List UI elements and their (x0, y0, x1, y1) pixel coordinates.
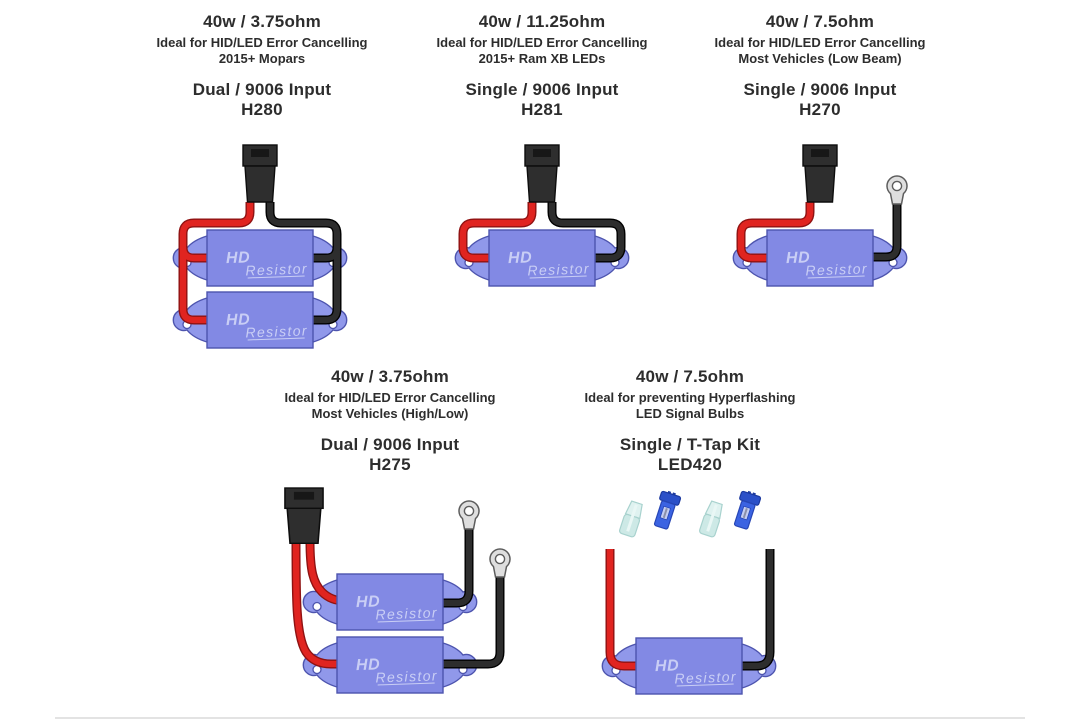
resistor-body (336, 573, 444, 631)
product-input-type: Single / 9006 Input (743, 80, 897, 99)
t-tap-connector-pair-icon (617, 487, 684, 540)
red-wire (292, 540, 356, 668)
black-wire (426, 571, 504, 668)
resistor-body (206, 291, 314, 349)
bulb-connector-icon (524, 144, 560, 203)
ring-terminal-icon (458, 500, 480, 530)
ring-terminal-icon (886, 175, 908, 205)
black-wire (734, 549, 774, 670)
bulb-connector-icon (284, 487, 324, 545)
product-model: LED420 (657, 455, 723, 474)
resistor-body (635, 637, 743, 695)
product-desc-line2: 2015+ Mopars (218, 51, 306, 66)
product-desc-line1: Ideal for HID/LED Error Cancelling (714, 35, 926, 50)
product-desc-line2: Most Vehicles (High/Low) (311, 406, 469, 421)
h280-wiring-diagram (172, 144, 348, 349)
product-input-type: Dual / 9006 Input (192, 80, 332, 99)
product-desc-line2: Most Vehicles (Low Beam) (738, 51, 902, 66)
product-model: H275 (369, 455, 411, 474)
black-wire (866, 198, 901, 261)
red-wire (179, 202, 254, 324)
resistor-body (206, 229, 314, 287)
resistor-body (766, 229, 874, 287)
t-tap-connector-pair-icon (697, 487, 764, 540)
led420-wiring-diagram (601, 487, 777, 695)
product-header-led420: 40w / 7.5ohm Ideal for preventing Hyperf… (520, 367, 860, 475)
product-desc-line1: Ideal for HID/LED Error Cancelling (284, 390, 496, 405)
product-spec: 40w / 7.5ohm (635, 367, 745, 386)
bottom-divider (55, 717, 1025, 719)
product-desc-line1: Ideal for HID/LED Error Cancelling (436, 35, 648, 50)
h270-wiring-diagram (732, 144, 908, 287)
red-wire (459, 202, 536, 262)
product-spec: 40w / 7.5ohm (765, 12, 875, 31)
product-input-type: Single / T-Tap Kit (619, 435, 761, 454)
product-header-h275: 40w / 3.75ohm Ideal for HID/LED Error Ca… (220, 367, 560, 475)
product-header-h270: 40w / 7.5ohm Ideal for HID/LED Error Can… (650, 12, 990, 120)
resistor-body (336, 636, 444, 694)
product-spec: 40w / 3.75ohm (203, 12, 321, 31)
product-input-type: Dual / 9006 Input (320, 435, 460, 454)
h281-wiring-diagram (454, 144, 630, 287)
black-wire (266, 202, 341, 324)
black-wire (306, 246, 341, 262)
product-input-type: Single / 9006 Input (465, 80, 619, 99)
product-spec: 40w / 11.25ohm (478, 12, 606, 31)
product-header-h280: 40w / 3.75ohm Ideal for HID/LED Error Ca… (92, 12, 432, 120)
ring-terminal-icon (489, 548, 511, 578)
red-wire (737, 202, 814, 262)
red-wire (606, 549, 646, 670)
bulb-connector-icon (802, 144, 838, 203)
product-spec: 40w / 3.75ohm (331, 367, 449, 386)
black-wire (426, 523, 473, 607)
product-desc-line2: LED Signal Bulbs (635, 406, 745, 421)
product-model: H280 (241, 100, 283, 119)
product-header-h281: 40w / 11.25ohm Ideal for HID/LED Error C… (372, 12, 712, 120)
h275-wiring-diagram (284, 487, 511, 694)
resistor-body (488, 229, 596, 287)
product-model: H281 (521, 100, 563, 119)
product-model: H270 (799, 100, 841, 119)
red-wire (179, 246, 214, 262)
bulb-connector-icon (242, 144, 278, 203)
product-desc-line1: Ideal for HID/LED Error Cancelling (156, 35, 368, 50)
product-desc-line1: Ideal for preventing Hyperflashing (584, 390, 796, 405)
black-wire (548, 202, 625, 262)
product-desc-line2: 2015+ Ram XB LEDs (478, 51, 606, 66)
